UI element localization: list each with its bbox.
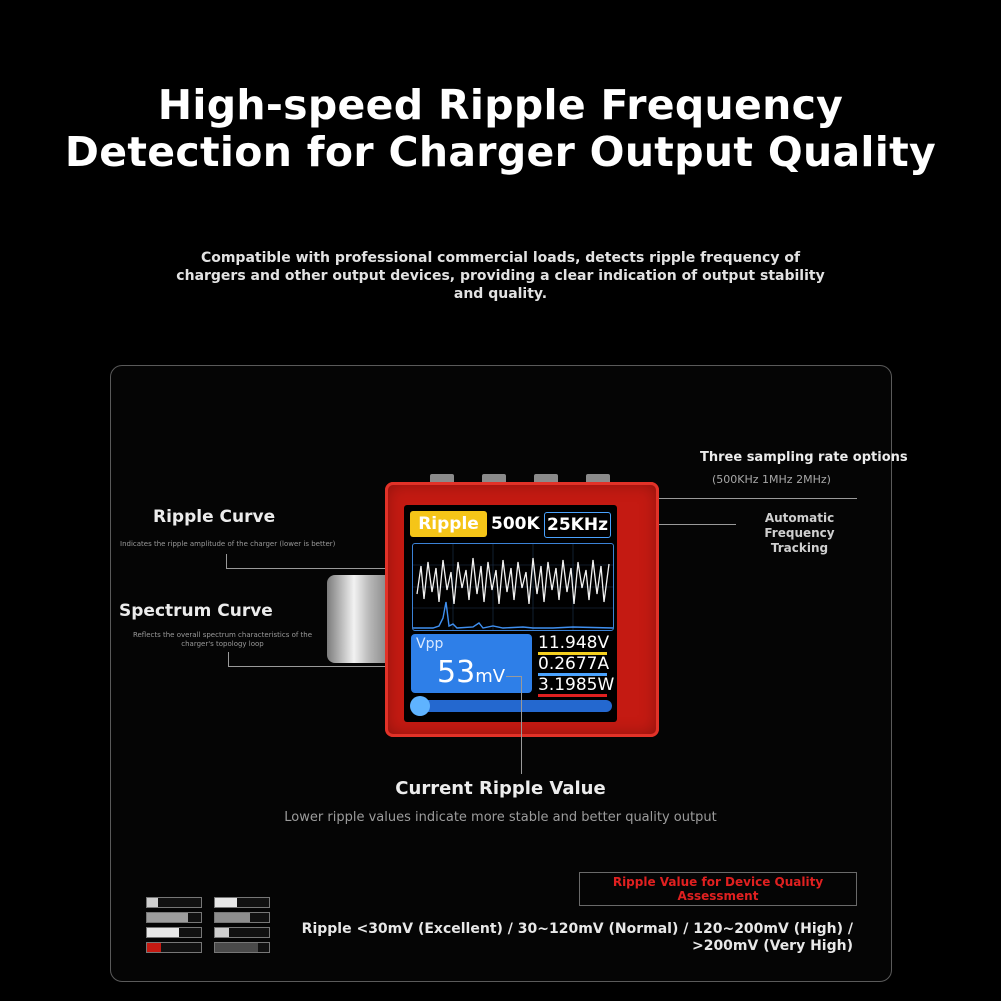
rating-bar-excellent-1: [146, 897, 202, 908]
ripple-leader-line: [226, 568, 414, 569]
rating-bar-veryhigh-1: [146, 942, 202, 953]
sampling-options: (500KHz 1MHz 2MHz): [712, 473, 831, 486]
vpp-leader-stub: [506, 676, 522, 677]
current-ripple-title: Current Ripple Value: [395, 778, 606, 799]
device-connector-4: [586, 474, 610, 484]
power-readout: 3.1985W: [538, 675, 615, 695]
rating-bar-normal-1: [146, 912, 202, 923]
vpp-leader-line: [521, 676, 522, 774]
progress-knob[interactable]: [410, 696, 430, 716]
vpp-panel: [411, 634, 532, 693]
ripple-curve-desc: Indicates the ripple amplitude of the ch…: [120, 540, 336, 548]
headline: High-speed Ripple Frequency Detection fo…: [0, 82, 1001, 176]
waveform-display: [412, 543, 614, 631]
device-connector-1: [430, 474, 454, 484]
current-bar: [538, 673, 607, 676]
current-readout: 0.2677A: [538, 654, 610, 674]
vpp-value: 53: [437, 655, 476, 690]
spectrum-leader-drop: [228, 652, 229, 667]
spectrum-leader-line: [228, 666, 456, 667]
ripple-legend: Ripple <30mV (Excellent) / 30~120mV (Nor…: [301, 921, 853, 954]
auto-tracking-label: Automatic Frequency Tracking: [764, 511, 835, 555]
headline-line-1: High-speed Ripple Frequency: [157, 81, 844, 129]
intro-paragraph: Compatible with professional commercial …: [176, 250, 825, 302]
vpp-readout: 53mV: [437, 655, 505, 690]
device-connector-2: [482, 474, 506, 484]
sample-rate: 500K: [491, 514, 540, 534]
waveform-plot: [413, 544, 613, 630]
sampling-title: Three sampling rate options: [700, 450, 908, 465]
vpp-unit: mV: [475, 666, 506, 687]
rating-bar-high-1: [146, 927, 202, 938]
mode-badge[interactable]: Ripple: [410, 511, 487, 537]
device-connector-3: [534, 474, 558, 484]
sampling-leader-line: [512, 498, 857, 499]
usb-c-plug: [327, 575, 387, 663]
ripple-leader-drop: [226, 554, 227, 569]
rating-bar-high-2: [214, 927, 270, 938]
vpp-label: Vpp: [416, 636, 444, 652]
ripple-curve: [416, 557, 610, 605]
tracking-leader-line: [610, 524, 736, 525]
power-bar: [538, 694, 607, 697]
spectrum-desc: Reflects the overall spectrum characteri…: [132, 631, 313, 648]
current-ripple-subtitle: Lower ripple values indicate more stable…: [284, 810, 717, 825]
rating-bar-normal-2: [214, 912, 270, 923]
ripple-curve-title: Ripple Curve: [153, 507, 276, 527]
spectrum-title: Spectrum Curve: [119, 601, 273, 621]
rating-bar-veryhigh-2: [214, 942, 270, 953]
frequency-readout: 25KHz: [544, 512, 611, 538]
assessment-title: Ripple Value for Device Quality Assessme…: [612, 875, 824, 903]
progress-track[interactable]: [411, 700, 612, 712]
spectrum-curve: [413, 601, 613, 629]
rating-bar-excellent-2: [214, 897, 270, 908]
voltage-bar: [538, 652, 607, 655]
voltage-readout: 11.948V: [538, 633, 610, 653]
headline-line-2: Detection for Charger Output Quality: [64, 128, 937, 176]
assessment-box: Ripple Value for Device Quality Assessme…: [579, 872, 857, 906]
